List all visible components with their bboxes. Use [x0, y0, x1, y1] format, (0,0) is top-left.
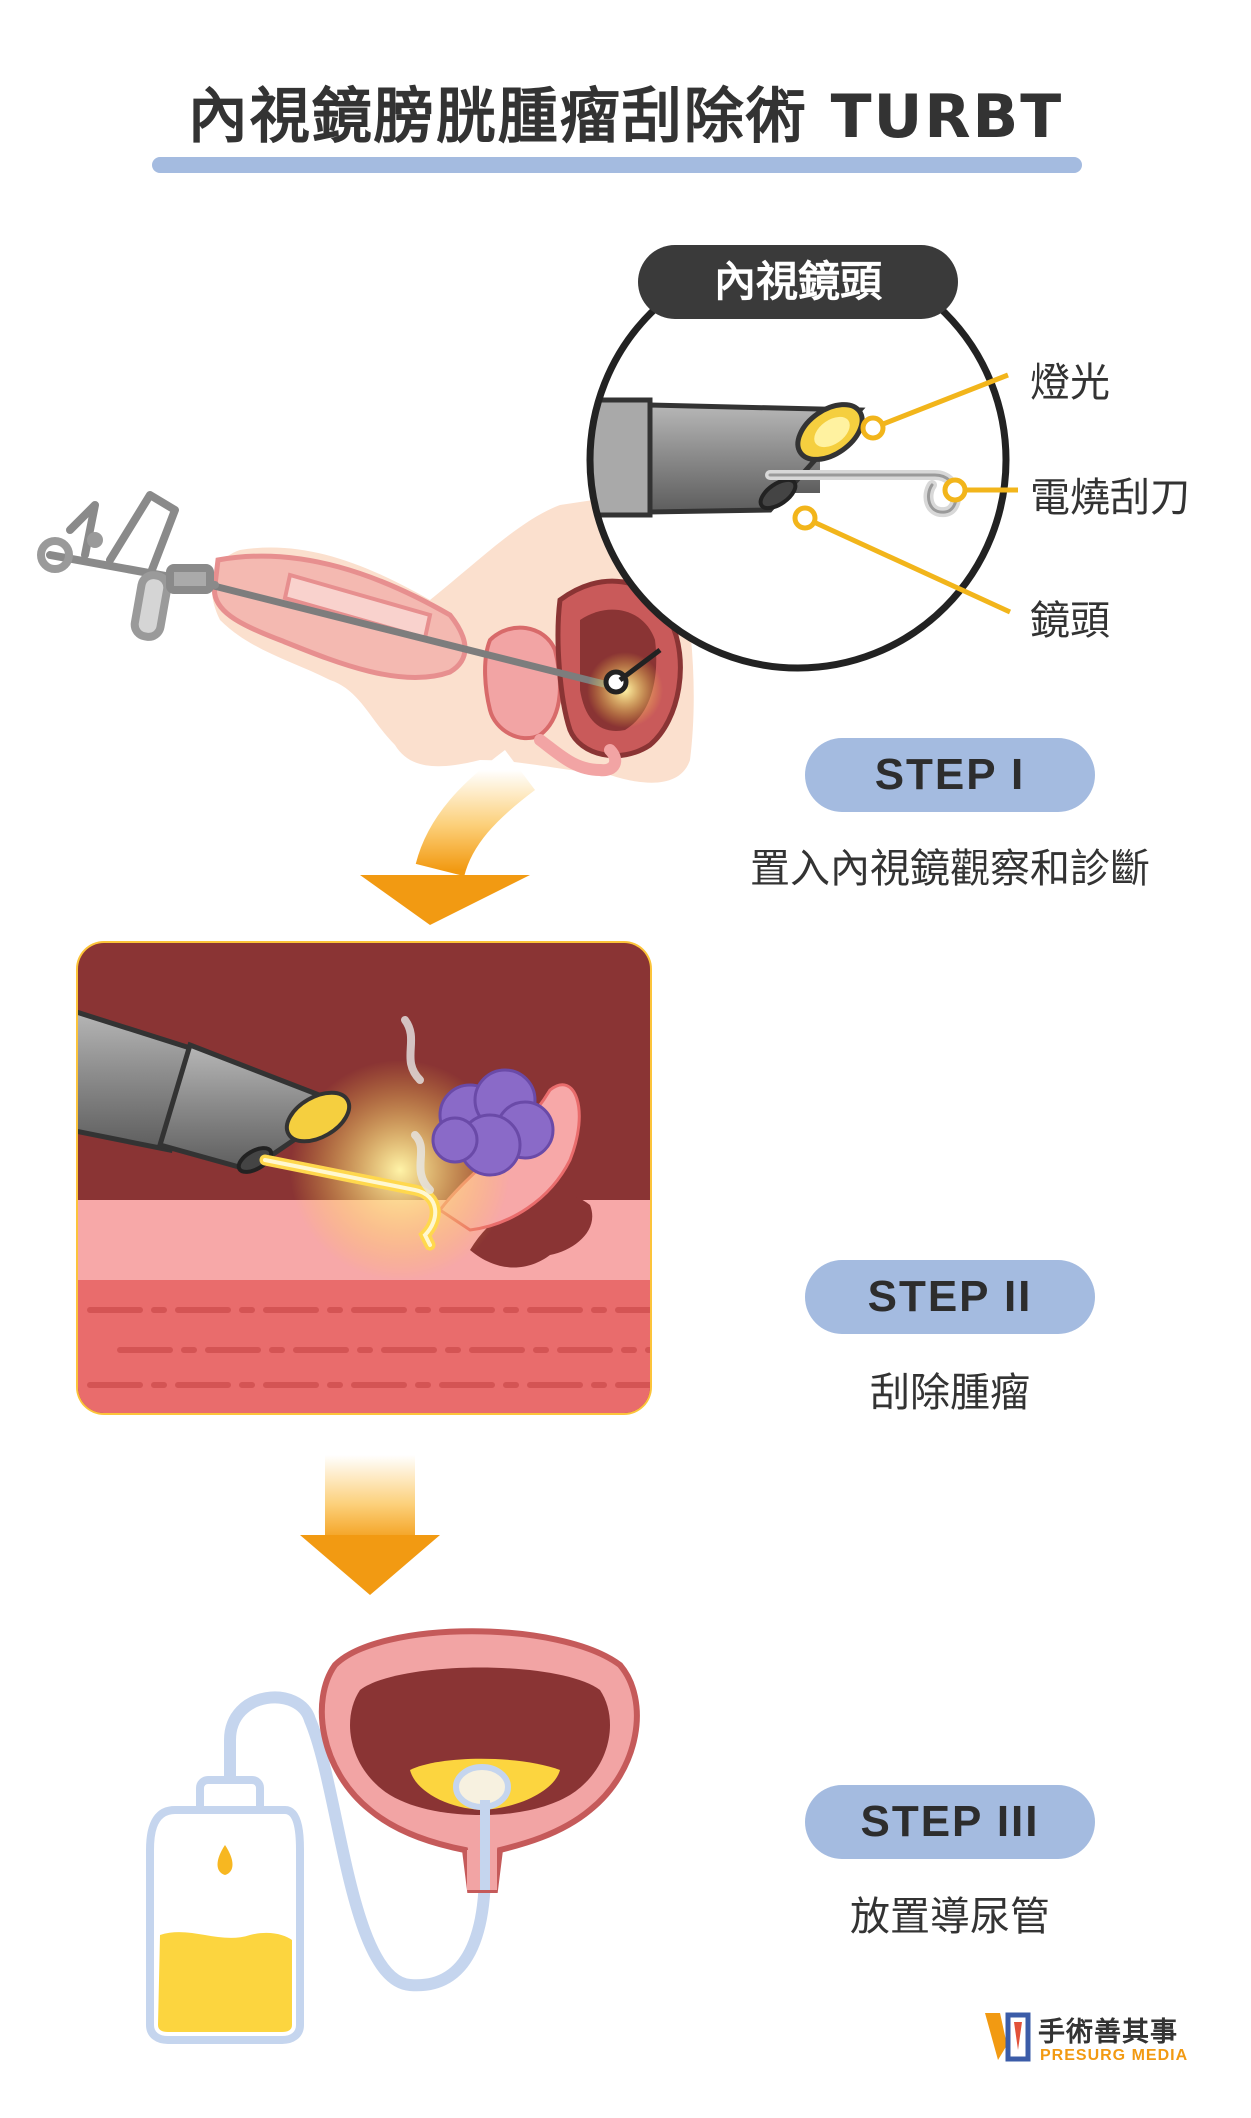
step-1-description: 置入內視鏡觀察和診斷 [750, 846, 1150, 892]
callout-lens: 鏡頭 [1030, 598, 1110, 644]
down-arrow [360, 875, 530, 925]
step-3-description: 放置導尿管 [850, 1894, 1050, 1940]
endoscope-icon [37, 491, 219, 641]
step-2-description: 刮除腫瘤 [870, 1370, 1030, 1416]
page-title: 內視鏡膀胱腫瘤刮除術 TURBT [187, 82, 1064, 152]
step-3-badge: STEP III [805, 1785, 1095, 1859]
logo-name: 手術善其事 [1038, 2017, 1178, 2048]
callout-lines [792, 372, 1018, 615]
callout-light: 燈光 [1030, 360, 1110, 406]
scope-shaft [209, 581, 621, 692]
prostate [483, 625, 562, 741]
title-underline [152, 157, 1082, 173]
detail-label: 內視鏡頭 [638, 245, 958, 319]
step-2-badge: STEP II [805, 1260, 1095, 1334]
logo-subtitle: PRESURG MEDIA [1040, 2047, 1189, 2064]
tumor [431, 1068, 555, 1177]
step-1-badge: STEP I [805, 738, 1095, 812]
bladder [318, 1628, 640, 1893]
down-arrow [300, 1535, 440, 1595]
logo-icon [985, 2012, 1031, 2062]
catheter-tube [224, 1691, 491, 1992]
catheter-bag [146, 1776, 304, 2044]
callout-electrode: 電燒刮刀 [1030, 475, 1190, 521]
